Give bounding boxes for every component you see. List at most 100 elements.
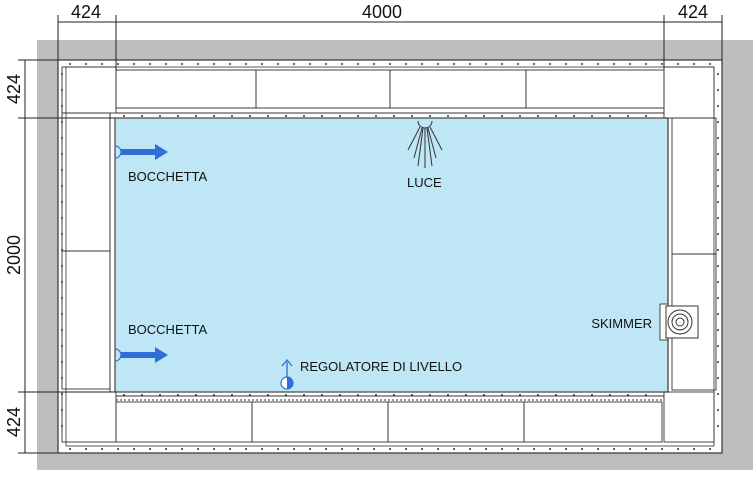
rivet-dot (181, 448, 183, 450)
bocchetta-top-arrow-icon (114, 144, 168, 160)
rivet-dot (411, 115, 413, 117)
rivet-dot (627, 394, 629, 396)
rivet-dot (717, 265, 719, 267)
rivet-dot (325, 63, 327, 65)
rivet-dot (357, 63, 359, 65)
rivet-dot (717, 345, 719, 347)
rivet-dot (123, 394, 125, 396)
rivet-dot (717, 409, 719, 411)
rivet-dot (437, 448, 439, 450)
rivet-dot (375, 394, 377, 396)
skimmer-label: SKIMMER (591, 316, 652, 331)
rivet-dot (277, 63, 279, 65)
rivet-dot (61, 185, 63, 187)
rivet-dot (447, 394, 449, 396)
rivet-dot (231, 394, 233, 396)
rivet-dot (429, 394, 431, 396)
rivet-dot (555, 115, 557, 117)
deck-rivets (61, 63, 719, 450)
rivet-dot (485, 63, 487, 65)
rivet-dot (393, 115, 395, 117)
rivet-dot (533, 448, 535, 450)
dim-left-middle: 2000 (4, 235, 24, 275)
rivet-dot (261, 448, 263, 450)
rivet-dot (61, 425, 63, 427)
rivet-dot (661, 448, 663, 450)
rivet-dot (267, 115, 269, 117)
rivet-dot (321, 115, 323, 117)
rivet-dot (677, 63, 679, 65)
rivet-dot (565, 448, 567, 450)
rivet-dot (421, 448, 423, 450)
rivet-dot (213, 115, 215, 117)
rivet-dot (717, 137, 719, 139)
rivet-dot (717, 425, 719, 427)
rivet-dot (309, 448, 311, 450)
rivet-dot (85, 448, 87, 450)
dimension-lines (18, 15, 723, 454)
rivet-dot (61, 265, 63, 267)
rivet-dot (693, 63, 695, 65)
rivet-dot (249, 394, 251, 396)
rivet-dot (717, 249, 719, 251)
rivet-dot (519, 394, 521, 396)
rivet-dot (609, 394, 611, 396)
rivet-dot (303, 115, 305, 117)
rivet-dot (357, 115, 359, 117)
rivet-dot (197, 448, 199, 450)
rivet-dot (231, 115, 233, 117)
rivet-dot (591, 115, 593, 117)
rivet-dot (61, 249, 63, 251)
rivet-dot (581, 448, 583, 450)
rivet-dot (149, 63, 151, 65)
rivet-dot (421, 63, 423, 65)
rivet-dot (717, 185, 719, 187)
rivet-dot (213, 394, 215, 396)
regolatore-label: REGOLATORE DI LIVELLO (300, 359, 462, 374)
rivet-dot (677, 448, 679, 450)
rivet-dot (229, 63, 231, 65)
rivet-dot (213, 63, 215, 65)
rivet-dot (357, 448, 359, 450)
rivet-dot (411, 394, 413, 396)
rivet-dot (469, 63, 471, 65)
rivet-dot (717, 377, 719, 379)
pool-water (114, 117, 669, 393)
rivet-dot (339, 115, 341, 117)
rivet-dot (717, 121, 719, 123)
rivet-dot (405, 63, 407, 65)
rivet-dot (717, 153, 719, 155)
rivet-dot (181, 63, 183, 65)
rivet-dot (517, 63, 519, 65)
rivet-dot (389, 63, 391, 65)
rivet-dot (709, 448, 711, 450)
rivet-dot (133, 63, 135, 65)
rivet-dot (69, 448, 71, 450)
rivet-dot (213, 448, 215, 450)
rivet-dot (447, 115, 449, 117)
regolatore-livello-icon (280, 358, 294, 390)
rivet-dot (629, 448, 631, 450)
rivet-dot (61, 329, 63, 331)
rivet-dot (501, 394, 503, 396)
rivet-dot (573, 115, 575, 117)
rivet-dot (261, 63, 263, 65)
rivet-dot (309, 63, 311, 65)
rivet-dot (389, 448, 391, 450)
rivet-dot (165, 63, 167, 65)
rivet-dot (501, 115, 503, 117)
rivet-dot (483, 394, 485, 396)
rivet-dot (613, 448, 615, 450)
rivet-dot (61, 201, 63, 203)
rivet-dot (609, 115, 611, 117)
rivet-dot (537, 115, 539, 117)
bocchetta-bottom-arrow-icon (114, 347, 168, 363)
rivet-dot (717, 297, 719, 299)
rivet-dot (693, 448, 695, 450)
rivet-dot (195, 115, 197, 117)
rivet-dot (61, 73, 63, 75)
rivet-dot (85, 63, 87, 65)
rivet-dot (405, 448, 407, 450)
rivet-dot (373, 63, 375, 65)
